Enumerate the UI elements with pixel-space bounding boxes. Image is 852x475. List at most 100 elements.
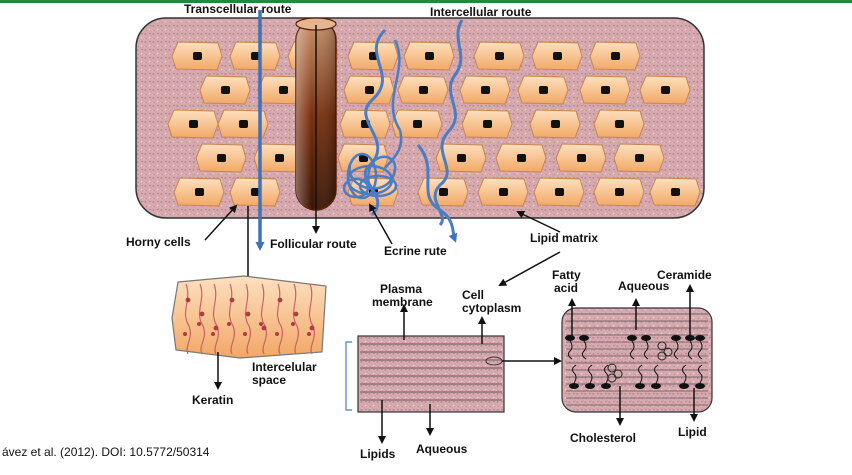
lipid-head	[679, 383, 689, 389]
plasma-membrane-label-line1: Plasma	[380, 282, 422, 296]
aqueous-top-label: Aqueous	[618, 279, 670, 293]
cell-nucleus	[413, 120, 422, 128]
keratin-granule	[277, 297, 283, 303]
transcellular-route-label: Transcellular route	[184, 2, 292, 16]
ceramide-label: Ceramide	[657, 268, 712, 282]
intercellular-route-line-1	[363, 28, 387, 217]
plasma-membrane-label-line2: membrane	[372, 295, 433, 309]
keratin-granule	[197, 322, 201, 326]
lipid-head	[651, 383, 661, 389]
molecular-detail-box	[561, 307, 713, 413]
cell-cytoplasm-label-line1: Cell	[462, 288, 484, 302]
keratin-granule	[199, 311, 205, 317]
lipid-matrix-label: Lipid matrix	[530, 231, 598, 245]
lipid-tail	[637, 364, 643, 384]
keratin-granule	[291, 322, 295, 326]
top-accent-line	[0, 0, 852, 3]
cell-nucleus	[615, 188, 624, 196]
keratin-granule	[229, 297, 235, 303]
lipid-tail	[603, 364, 609, 384]
keratin-fiber	[198, 283, 205, 355]
keratin-granule	[261, 325, 267, 331]
keratin-granule	[245, 311, 251, 317]
lipid-tail	[681, 364, 687, 384]
cell-nucleus	[439, 188, 448, 196]
cholesterol-ring	[607, 373, 617, 383]
cell-nucleus	[425, 52, 434, 60]
cholesterol-ring	[657, 351, 667, 361]
lipid-tail	[629, 340, 635, 360]
lipids-label: Lipids	[360, 447, 396, 461]
cell-nucleus	[553, 52, 562, 60]
ecrine-rute-label: Ecrine rute	[384, 244, 447, 258]
follicular-route-label: Follicular route	[270, 237, 357, 251]
lipid-head	[695, 335, 705, 341]
cell-nucleus	[251, 188, 260, 196]
keratin-granule	[307, 332, 311, 336]
cell-nucleus	[481, 86, 490, 94]
cell-nucleus	[189, 120, 198, 128]
cholesterol-ring	[607, 363, 617, 373]
lipid-matrix-arrow	[516, 210, 561, 233]
keratin-granule	[211, 332, 215, 336]
intercellular-route-line-2	[433, 19, 464, 227]
cell-nucleus	[239, 120, 248, 128]
horny-cells-group	[167, 41, 701, 207]
aqueous-bottom-label: Aqueous	[416, 442, 468, 456]
cell-nucleus	[365, 86, 374, 94]
lipid-label: Lipid	[678, 425, 707, 439]
cell-nucleus	[555, 188, 564, 196]
ecrine-arrow	[369, 203, 393, 245]
keratin-granule	[227, 322, 231, 326]
cell-nucleus	[193, 52, 202, 60]
lipid-head	[579, 335, 589, 341]
cell-nucleus	[275, 154, 284, 162]
cell-nucleus	[195, 188, 204, 196]
keratin-granule	[183, 332, 187, 336]
fatty-acid-label-line1: Fatty	[552, 268, 581, 282]
intercellular-space-label-line1: Intercelular	[252, 360, 317, 374]
lipid-tail	[653, 364, 659, 384]
keratin-fiber	[244, 283, 251, 355]
cell-nucleus	[615, 120, 624, 128]
lamellae-box	[357, 335, 505, 413]
cell-nucleus	[457, 154, 466, 162]
lipid-head	[627, 335, 637, 341]
cell-nucleus	[635, 154, 644, 162]
eccrine-gland-coil	[342, 39, 403, 200]
keratin-cell	[171, 275, 327, 359]
lipid-tail	[643, 340, 649, 360]
keratin-granule	[275, 332, 279, 336]
lipid-head	[585, 383, 595, 389]
lipid-head	[671, 335, 681, 341]
lipid-tail	[567, 340, 573, 360]
cell-nucleus	[483, 120, 492, 128]
intercellular-space-bracket	[345, 341, 352, 411]
keratin-fiber	[292, 283, 299, 355]
intercellular-route-line-3	[416, 144, 458, 243]
lipid-tail	[587, 364, 593, 384]
keratin-fiber	[228, 283, 235, 355]
lipid-head	[641, 335, 651, 341]
cell-nucleus	[221, 86, 230, 94]
keratin-granule	[213, 325, 219, 331]
horny-cells-label: Horny cells	[126, 235, 191, 249]
cell-nucleus	[499, 188, 508, 196]
horny-cells-arrow-1	[204, 204, 238, 241]
lipid-tail	[581, 340, 587, 360]
cell-nucleus	[671, 188, 680, 196]
cell-nucleus	[419, 86, 428, 94]
fatty-acid-label-line2: acid	[554, 281, 578, 295]
cell-nucleus	[495, 52, 504, 60]
cell-nucleus	[611, 52, 620, 60]
cell-nucleus	[577, 154, 586, 162]
keratin-granule	[259, 322, 263, 326]
keratin-label: Keratin	[192, 393, 233, 407]
lipid-tail	[571, 364, 577, 384]
keratin-granule	[293, 311, 299, 317]
lipid-head	[569, 383, 579, 389]
cell-nucleus	[551, 120, 560, 128]
citation-text: ávez et al. (2012). DOI: 10.5772/50314	[2, 445, 210, 459]
keratin-granule	[243, 332, 247, 336]
